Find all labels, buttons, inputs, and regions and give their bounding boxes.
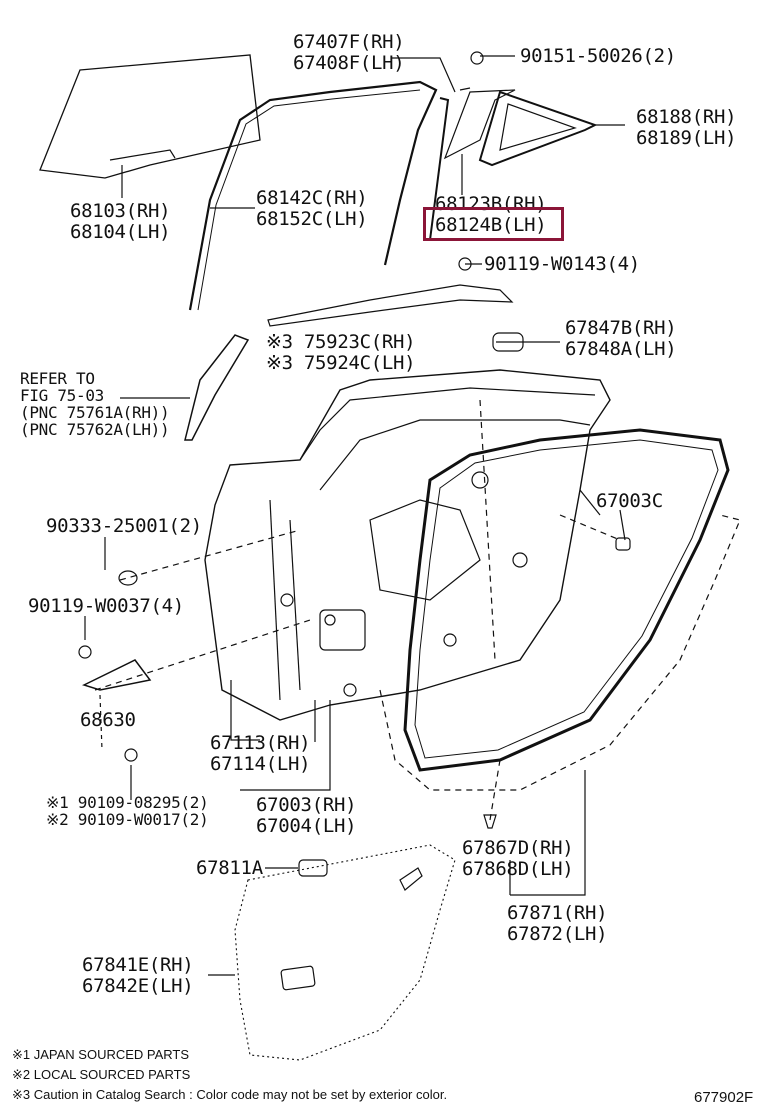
callout-68188-lh: 68189(LH) <box>636 127 737 149</box>
refer-line-2: FIG 75-03 <box>20 386 104 405</box>
highlight-box-68124b <box>423 207 564 241</box>
callout-90119-w0143[interactable]: 90119-W0143(4) <box>484 254 640 275</box>
bolt-90109 <box>124 748 138 762</box>
callout-67867d-rh: 67867D(RH) <box>462 837 574 859</box>
callout-67867d-lh: 67868D(LH) <box>462 858 574 880</box>
callout-68188[interactable]: 68188(RH) 68189(LH) <box>636 106 737 149</box>
door-glass <box>39 54 261 179</box>
clip-67811a <box>298 859 328 877</box>
callout-90119-w0143-line: 90119-W0143(4) <box>484 253 640 275</box>
callout-68103-rh: 68103(RH) <box>70 200 171 222</box>
callout-67407f-rh: 67407F(RH) <box>293 31 405 53</box>
callout-68188-rh: 68188(RH) <box>636 106 737 128</box>
callout-68142c-rh: 68142C(RH) <box>256 187 368 209</box>
callout-67847b[interactable]: 67847B(RH) 67848A(LH) <box>565 317 677 360</box>
hole-plug <box>118 570 138 586</box>
callout-refer-fig[interactable]: REFER TO FIG 75-03 (PNC 75761A(RH)) (PNC… <box>20 369 170 439</box>
clip-67003c <box>615 537 631 551</box>
outer-moulding <box>267 284 514 327</box>
callout-90151[interactable]: 90151-50026(2) <box>520 46 676 67</box>
callout-67003c-line: 67003C <box>596 490 663 512</box>
belt-moulding <box>429 97 450 241</box>
callout-67407f-lh: 67408F(LH) <box>293 52 405 74</box>
refer-line-3: (PNC 75761A(RH)) <box>20 403 170 422</box>
footnote-1: ※1 JAPAN SOURCED PARTS <box>12 1047 190 1062</box>
callout-90151-line: 90151-50026(2) <box>520 45 676 67</box>
callout-67811a[interactable]: 67811A <box>196 858 263 879</box>
callout-90333-line: 90333-25001(2) <box>46 515 202 537</box>
refer-line-1: REFER TO <box>20 369 95 388</box>
pillar-garnish <box>184 334 250 441</box>
footnote-2: ※2 LOCAL SOURCED PARTS <box>12 1067 191 1082</box>
callout-67841e-lh: 67842E(LH) <box>82 975 194 997</box>
callout-90109[interactable]: ※1 90109-08295(2) ※2 90109-W0017(2) <box>46 793 209 829</box>
glass-run <box>188 80 438 311</box>
callout-67003-lh: 67004(LH) <box>256 815 357 837</box>
refer-line-4: (PNC 75762A(LH)) <box>20 420 170 439</box>
callout-75923c-rh: ※3 75923C(RH) <box>266 331 416 353</box>
door-trim-board <box>234 844 456 1061</box>
callout-68630[interactable]: 68630 <box>80 710 136 731</box>
callout-67113-rh: 67113(RH) <box>210 732 311 754</box>
callout-67003-rh: 67003(RH) <box>256 794 357 816</box>
callout-67847b-lh: 67848A(LH) <box>565 338 677 360</box>
callout-67113-lh: 67114(LH) <box>210 753 311 775</box>
door-shell <box>204 369 611 721</box>
callout-67003c[interactable]: 67003C <box>596 491 663 512</box>
callout-90109-local: ※2 90109-W0017(2) <box>46 810 209 829</box>
bolt-90119-b <box>78 645 92 659</box>
callout-67871[interactable]: 67871(RH) 67872(LH) <box>507 902 608 945</box>
callout-68630-line: 68630 <box>80 709 136 731</box>
callout-67871-rh: 67871(RH) <box>507 902 608 924</box>
callout-75923c-lh: ※3 75924C(LH) <box>266 352 416 374</box>
callout-67113[interactable]: 67113(RH) 67114(LH) <box>210 732 311 775</box>
quarter-glass <box>443 89 516 160</box>
callout-68142c[interactable]: 68142C(RH) 68152C(LH) <box>256 187 368 230</box>
callout-67871-lh: 67872(LH) <box>507 923 608 945</box>
callout-68123b-lh: 68124B(LH) <box>435 214 547 236</box>
callout-67841e-rh: 67841E(RH) <box>82 954 194 976</box>
callout-68103-lh: 68104(LH) <box>70 221 171 243</box>
callout-90333[interactable]: 90333-25001(2) <box>46 516 202 537</box>
callout-90119-w0037[interactable]: 90119-W0037(4) <box>28 596 184 617</box>
door-check <box>81 659 152 691</box>
weatherstrip <box>403 428 730 772</box>
footnote-3: ※3 Caution in Catalog Search : Color cod… <box>12 1087 448 1102</box>
callout-67811a-line: 67811A <box>196 857 263 879</box>
clip-67867 <box>483 814 497 829</box>
clip-90151 <box>470 51 484 65</box>
callout-67867d[interactable]: 67867D(RH) 67868D(LH) <box>462 837 574 880</box>
callout-67841e[interactable]: 67841E(RH) 67842E(LH) <box>82 954 194 997</box>
callout-90109-jp: ※1 90109-08295(2) <box>46 793 209 812</box>
callout-68103[interactable]: 68103(RH) 68104(LH) <box>70 200 171 243</box>
callout-68142c-lh: 68152C(LH) <box>256 208 368 230</box>
callout-75923c[interactable]: ※3 75923C(RH) ※3 75924C(LH) <box>266 331 416 374</box>
quarter-frame <box>478 90 598 167</box>
callout-67847b-rh: 67847B(RH) <box>565 317 677 339</box>
callout-67003[interactable]: 67003(RH) 67004(LH) <box>256 794 357 837</box>
callout-90119-w0037-line: 90119-W0037(4) <box>28 595 184 617</box>
callout-67407f[interactable]: 67407F(RH) 67408F(LH) <box>293 31 405 74</box>
figure-code: 677902F <box>694 1089 754 1106</box>
